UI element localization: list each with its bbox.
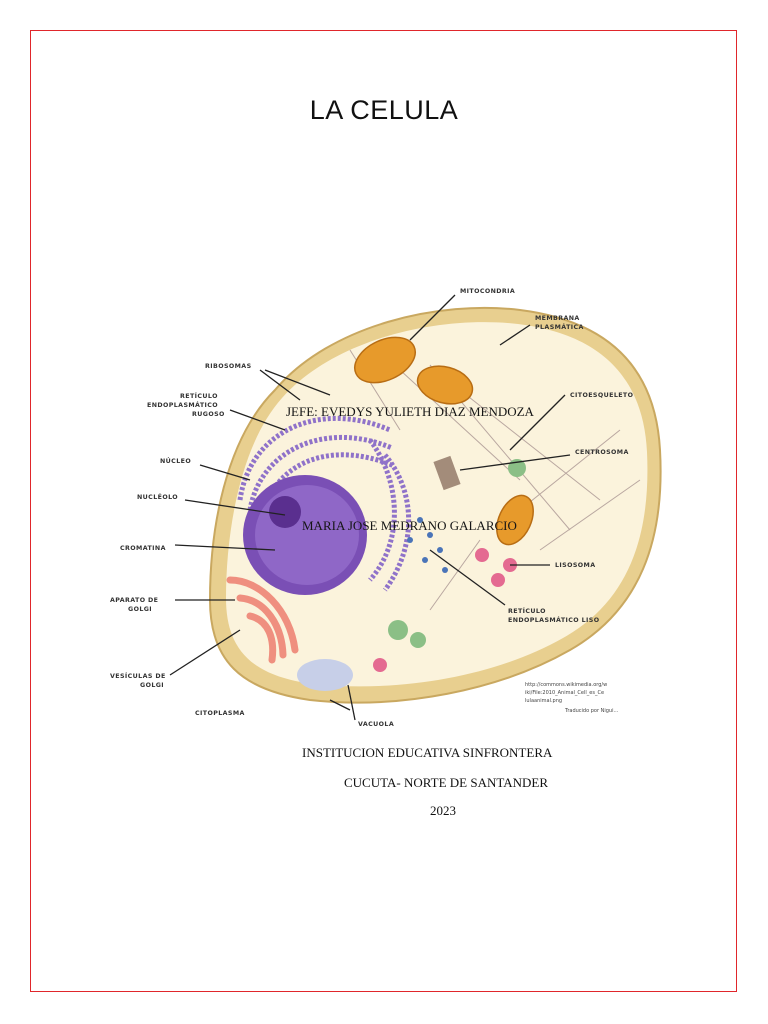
- city-line: CUCUTA- NORTE DE SANTANDER: [344, 775, 549, 790]
- rough-er: [237, 415, 412, 592]
- label-reticulo-rugoso-1: RETÍCULO: [180, 391, 218, 400]
- teacher-line: JEFE: EVEDYS YULIETH DIAZ MENDOZA: [286, 404, 534, 419]
- label-golgi-1: APARATO DE: [110, 597, 158, 604]
- label-citoplasma: CITOPLASMA: [195, 710, 245, 717]
- label-reticulo-liso-1: RETÍCULO: [508, 606, 546, 615]
- label-membrana-2: PLASMÁTICA: [535, 322, 584, 331]
- label-mitocondria: MITOCONDRIA: [460, 288, 515, 295]
- figure-credit-line-4: Traducido por Nigui...: [564, 708, 619, 714]
- vacuole: [297, 659, 353, 691]
- figure-credit-line-2: iki/File:2010_Animal_Cell_es_Ce: [525, 690, 604, 696]
- label-pointers: [169, 294, 571, 721]
- label-nucleo: NÚCLEO: [160, 456, 191, 465]
- label-ribosomas: RIBOSOMAS: [205, 363, 252, 370]
- nucleoplasm: [255, 485, 359, 585]
- figure-credit-line-3: lulaanimal.png: [525, 698, 562, 704]
- label-reticulo-liso-2: ENDOPLASMÁTICO LISO: [508, 615, 600, 624]
- label-vesiculas-2: GOLGI: [140, 682, 164, 689]
- label-nucleolo: NUCLÉOLO: [137, 492, 178, 501]
- golgi-apparatus: [226, 576, 299, 664]
- label-citoesqueleto: CITOESQUELETO: [570, 392, 634, 399]
- label-centrosoma: CENTROSOMA: [575, 449, 629, 456]
- animal-cell-diagram: MITOCONDRIA MEMBRANA PLASMÁTICA RIBOSOMA…: [100, 280, 680, 740]
- year-line: 2023: [430, 803, 456, 818]
- label-vesiculas-1: VESÍCULAS DE: [110, 671, 166, 680]
- label-cromatina: CROMATINA: [120, 545, 166, 552]
- mitochondria: [354, 336, 534, 546]
- cell-cytoplasm: [226, 322, 648, 687]
- student-line: MARIA JOSE MEDRANO GALARCIO: [302, 518, 517, 533]
- cell-diagram-svg: MITOCONDRIA MEMBRANA PLASMÁTICA RIBOSOMA…: [110, 288, 662, 728]
- page-border: [30, 30, 737, 992]
- label-golgi-2: GOLGI: [128, 606, 152, 613]
- centrosome: [433, 455, 461, 491]
- cytoskeleton: [349, 349, 641, 611]
- label-reticulo-rugoso-2: ENDOPLASMÁTICO: [147, 400, 218, 409]
- peroxisomes: [388, 459, 526, 648]
- institution-line: INSTITUCION EDUCATIVA SINFRONTERA: [302, 745, 553, 760]
- figure-credit-line-1: http://commons.wikimedia.org/w: [525, 682, 607, 688]
- label-lisosoma: LISOSOMA: [555, 562, 595, 569]
- document-title: LA CELULA: [309, 95, 459, 125]
- nucleolus: [269, 496, 301, 528]
- label-reticulo-rugoso-3: RUGOSO: [192, 411, 225, 418]
- label-vacuola: VACUOLA: [358, 721, 394, 728]
- smooth-er: [407, 517, 448, 573]
- label-membrana-1: MEMBRANA: [535, 315, 580, 322]
